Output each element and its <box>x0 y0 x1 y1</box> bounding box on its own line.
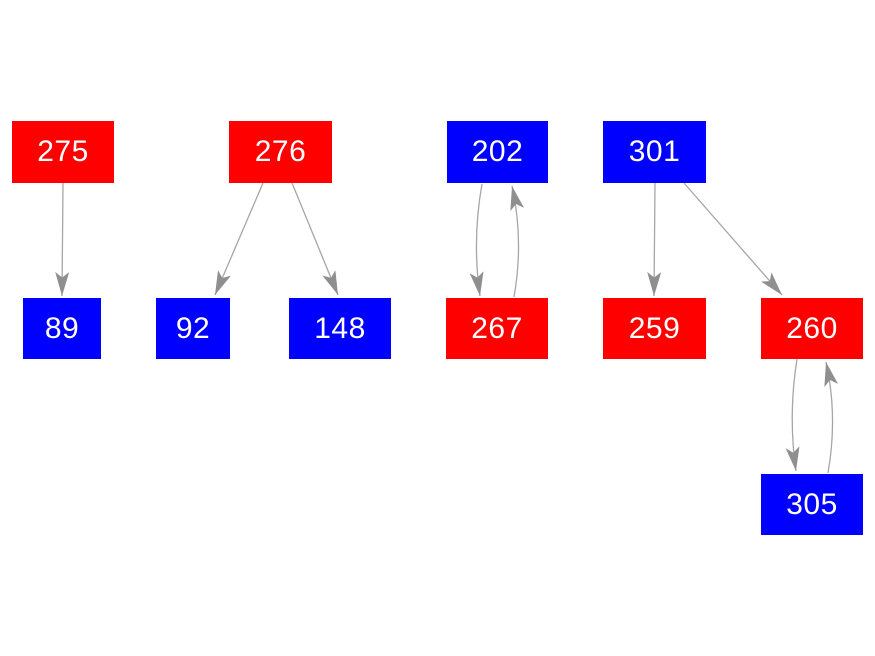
node-92: 92 <box>156 298 230 359</box>
node-275: 275 <box>12 121 114 183</box>
edge-260-to-305 <box>785 358 800 472</box>
node-label: 148 <box>314 311 366 345</box>
edge-276-to-92 <box>214 182 264 296</box>
node-label: 275 <box>37 135 89 168</box>
node-label: 301 <box>628 135 681 168</box>
edge-276-to-148 <box>291 182 339 296</box>
node-260: 260 <box>761 298 863 359</box>
edge-202-to-267 <box>469 183 484 297</box>
edge-275-to-89 <box>55 182 70 297</box>
edge-301-to-260 <box>683 182 783 296</box>
edge-301-to-259 <box>647 182 662 297</box>
node-label: 89 <box>44 311 80 345</box>
node-202: 202 <box>447 121 548 183</box>
node-label: 92 <box>175 311 211 345</box>
node-267: 267 <box>446 298 548 359</box>
node-label: 305 <box>786 487 838 521</box>
node-301: 301 <box>603 121 706 183</box>
node-label: 202 <box>471 135 524 168</box>
node-label: 267 <box>471 311 523 345</box>
node-label: 276 <box>254 135 307 168</box>
node-305: 305 <box>761 474 863 535</box>
edge-305-to-260 <box>824 361 839 474</box>
node-148: 148 <box>289 298 391 359</box>
node-89: 89 <box>23 298 101 359</box>
node-259: 259 <box>603 298 706 359</box>
node-label: 259 <box>628 311 681 345</box>
edge-267-to-202 <box>510 185 525 298</box>
node-label: 260 <box>786 311 838 345</box>
node-276: 276 <box>229 121 332 183</box>
